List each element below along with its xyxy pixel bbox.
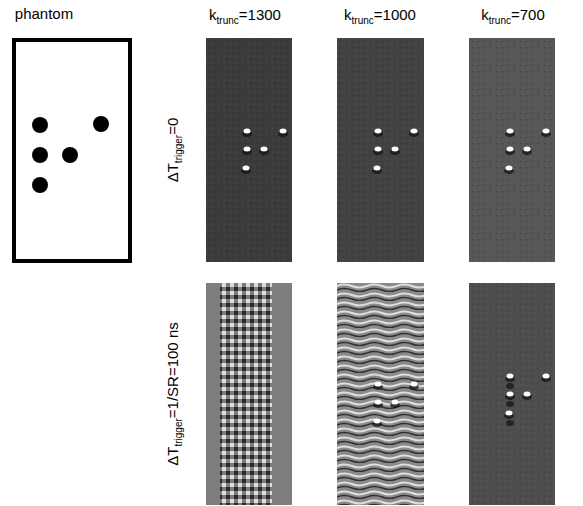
label-text: ΔT	[164, 163, 181, 182]
label-text: =1300	[239, 6, 281, 23]
subscript-text: trunc	[217, 15, 239, 26]
label-text: ΔT	[164, 447, 181, 466]
label-text: =700	[511, 6, 545, 23]
row-label: ΔTtrigger=0	[164, 118, 184, 183]
column-label: ktrunc=1000	[344, 6, 416, 26]
label-text: =0	[164, 118, 181, 135]
subscript-text: trunc	[352, 15, 374, 26]
label-text: k	[481, 6, 489, 23]
subscript-text: trigger	[173, 418, 184, 446]
column-label: ktrunc=1300	[209, 6, 281, 26]
label-text: =1/SR=100 ns	[164, 322, 181, 418]
subscript-text: trunc	[489, 15, 511, 26]
label-text: =1000	[374, 6, 416, 23]
label-text: k	[344, 6, 352, 23]
label-text: phantom	[15, 5, 73, 22]
column-label: phantom	[15, 5, 73, 23]
subscript-text: trigger	[173, 135, 184, 163]
row-label: ΔTtrigger=1/SR=100 ns	[164, 322, 184, 465]
column-label: ktrunc=700	[481, 6, 545, 26]
label-text: k	[209, 6, 217, 23]
